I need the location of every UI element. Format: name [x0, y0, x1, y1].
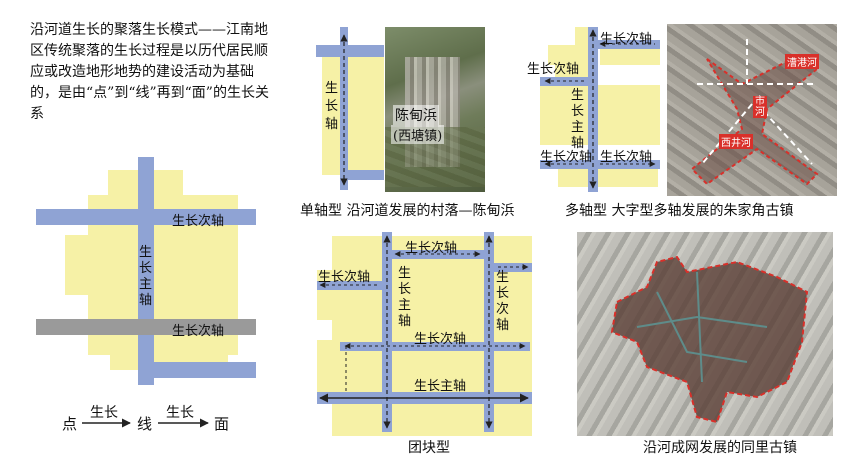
zhujiajiao-photo: 漕港河 西井河 市河: [667, 24, 837, 196]
chendianbang-photo: 陈甸浜 (西塘镇): [385, 27, 485, 192]
cluster-main-horizontal: 生长主轴: [414, 379, 467, 394]
multi-secondary-label-2: 生长次轴: [527, 62, 580, 77]
legend-growth-1: 生长: [90, 405, 118, 421]
cluster-secondary-right: 生长次轴: [496, 270, 510, 333]
caption-single-axis: 单轴型 沿河道发展的村落—陈甸浜: [300, 203, 515, 219]
multi-secondary-label-1: 生长次轴: [600, 32, 653, 47]
cluster-main-vertical: 生长主轴: [398, 266, 412, 329]
cluster-diagram: [317, 232, 532, 436]
tongli-town-outline: [610, 255, 809, 424]
zhujiajiao-river-1: 漕港河: [785, 54, 819, 69]
multi-secondary-label-4: 生长次轴: [600, 150, 653, 165]
caption-multi-axis: 多轴型 大字型多轴发展的朱家角古镇: [565, 203, 794, 219]
single-axis-diagram: [316, 27, 384, 190]
chendianbang-name: 陈甸浜: [393, 105, 439, 125]
legend-growth-2: 生长: [166, 405, 194, 421]
multi-main-axis-label: 生长主轴: [571, 88, 585, 151]
left-diagram: [36, 157, 256, 385]
cluster-secondary-left: 生长次轴: [318, 270, 371, 285]
cluster-secondary-top: 生长次轴: [405, 241, 458, 256]
caption-cluster: 团块型: [408, 440, 450, 456]
tongli-photo: [577, 232, 833, 436]
zhujiajiao-river-3: 市河: [753, 96, 767, 118]
caption-tongli: 沿河成网发展的同里古镇: [643, 440, 797, 456]
single-growth-axis-label: 生长轴: [325, 81, 339, 132]
secondary-axis-bar-bottom: [36, 319, 256, 335]
zhujiajiao-river-2: 西井河: [719, 134, 753, 149]
left-secondary-axis-label-top: 生长次轴: [172, 214, 225, 229]
multi-axis-diagram: [540, 27, 660, 192]
legend-plane: 面: [214, 415, 230, 433]
zhujiajiao-river-overlay: [690, 39, 819, 186]
multi-secondary-label-3: 生长次轴: [540, 150, 593, 165]
secondary-axis-bar-top: [36, 209, 256, 225]
intro-paragraph: 沿河道生长的聚落生长模式——江南地区传统聚落的生长过程是以历代居民顺应或改造地形…: [30, 22, 269, 122]
left-secondary-axis-label-bottom: 生长次轴: [172, 324, 225, 339]
lower-branch-bar: [154, 362, 256, 378]
legend-point: 点: [62, 415, 78, 433]
cluster-secondary-middle: 生长次轴: [414, 332, 467, 347]
left-main-axis-label: 生长主轴: [139, 245, 153, 308]
legend-line: 线: [137, 415, 153, 433]
chendianbang-town: (西塘镇): [391, 125, 445, 144]
